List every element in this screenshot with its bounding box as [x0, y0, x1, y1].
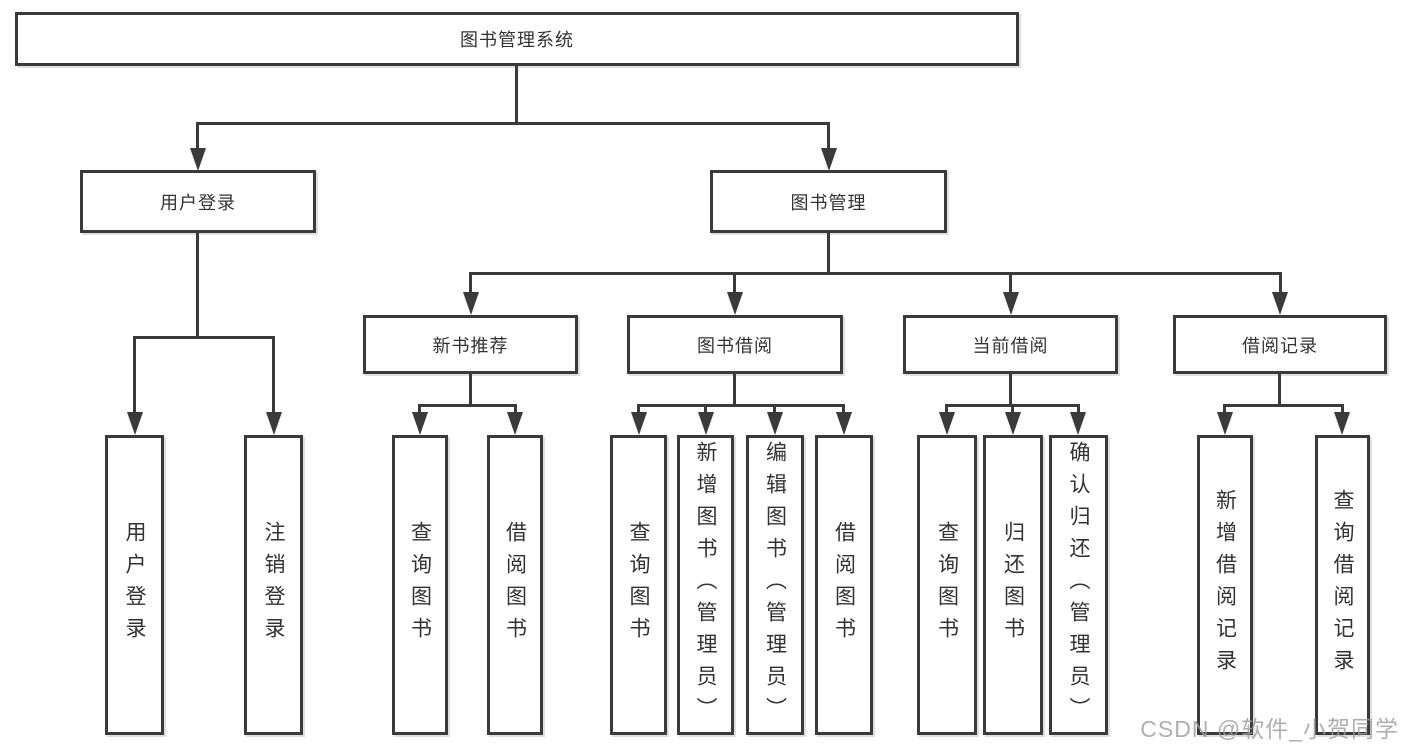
connector-to-leaf-user-login — [133, 336, 136, 416]
arrow-down-icon — [836, 412, 852, 435]
leaf-query-borrow-record-label: 查询借阅记录 — [1331, 489, 1354, 681]
connector-to-user-login — [196, 122, 199, 152]
leaf-query-books-recommend-label: 查询图书 — [408, 521, 432, 649]
leaf-query-books-borrow: 查询图书 — [610, 435, 667, 735]
arrow-down-icon — [767, 412, 783, 435]
connector-newbook-stem — [469, 374, 472, 407]
connector-borrow-stem — [733, 374, 736, 407]
node-root: 图书管理系统 — [15, 12, 1019, 66]
node-current-borrow-label: 当前借阅 — [972, 335, 1049, 356]
connector-leaf — [1011, 404, 1014, 416]
connector-records-stem — [1278, 374, 1281, 407]
connector-leaf — [1341, 404, 1344, 416]
node-book-borrow-label: 图书借阅 — [697, 335, 773, 356]
connector-to-leaf-logout — [272, 336, 275, 416]
node-book-management: 图书管理 — [710, 170, 947, 233]
connector-to-book-borrow — [733, 272, 736, 296]
leaf-user-login-label: 用户登录 — [123, 521, 146, 649]
arrow-down-icon — [698, 412, 714, 435]
leaf-return-book-label: 归还图书 — [1001, 521, 1025, 649]
arrow-down-icon — [190, 148, 206, 171]
leaf-query-borrow-record: 查询借阅记录 — [1315, 435, 1370, 735]
connector-to-borrow-records — [1279, 272, 1282, 296]
arrow-down-icon — [127, 412, 143, 435]
connector-mgmt-stem — [827, 233, 830, 275]
leaf-confirm-return-admin: 确认归还（管理员） — [1049, 435, 1108, 735]
connector-to-new-book — [469, 272, 472, 296]
node-borrow-records-label: 借阅记录 — [1242, 335, 1318, 356]
arrow-down-icon — [412, 412, 428, 435]
arrow-down-icon — [1334, 412, 1350, 435]
connector-login-stem — [196, 233, 199, 339]
node-new-book-recommend-label: 新书推荐 — [432, 335, 509, 356]
leaf-logout: 注销登录 — [244, 435, 303, 735]
connector-to-current-borrow — [1009, 272, 1012, 296]
leaf-add-borrow-record-label: 新增借阅记录 — [1213, 489, 1237, 681]
connector-leaf — [945, 404, 948, 416]
leaf-borrow-books: 借阅图书 — [815, 435, 873, 735]
arrow-down-icon — [821, 148, 837, 171]
leaf-user-login: 用户登录 — [105, 435, 164, 735]
connector-leaf — [514, 404, 517, 416]
leaf-borrow-books-recommend: 借阅图书 — [487, 435, 543, 735]
arrow-down-icon — [1070, 412, 1086, 435]
node-borrow-records: 借阅记录 — [1173, 315, 1387, 374]
leaf-add-borrow-record: 新增借阅记录 — [1197, 435, 1253, 735]
connector-root-stem — [515, 66, 518, 123]
leaf-confirm-return-admin-label: 确认归还（管理员） — [1067, 441, 1090, 729]
connector-records-bus — [1223, 404, 1344, 407]
node-user-login-label: 用户登录 — [160, 192, 236, 213]
arrow-down-icon — [1272, 292, 1288, 315]
connector-leaf — [842, 404, 845, 416]
connector-root-bus — [196, 122, 830, 125]
connector-leaf — [637, 404, 640, 416]
arrow-down-icon — [631, 412, 647, 435]
node-current-borrow: 当前借阅 — [903, 315, 1118, 374]
node-root-label: 图书管理系统 — [460, 30, 574, 50]
connector-current-stem — [1009, 374, 1012, 407]
arrow-down-icon — [1003, 292, 1019, 315]
arrow-down-icon — [507, 412, 523, 435]
leaf-query-books-current: 查询图书 — [917, 435, 977, 735]
leaf-borrow-books-recommend-label: 借阅图书 — [503, 521, 527, 649]
connector-login-bus — [133, 336, 275, 339]
leaf-add-book-admin: 新增图书（管理员） — [677, 435, 734, 735]
leaf-query-books-recommend: 查询图书 — [392, 435, 448, 735]
arrow-down-icon — [1217, 412, 1233, 435]
connector-mgmt-bus — [469, 272, 1282, 275]
leaf-edit-book-admin: 编辑图书（管理员） — [746, 435, 804, 735]
leaf-query-books-current-label: 查询图书 — [935, 521, 959, 649]
leaf-return-book: 归还图书 — [983, 435, 1043, 735]
connector-leaf — [418, 404, 421, 416]
node-book-management-label: 图书管理 — [790, 192, 867, 213]
connector-newbook-bus — [418, 404, 517, 407]
arrow-down-icon — [1005, 412, 1021, 435]
leaf-logout-label: 注销登录 — [262, 521, 285, 649]
connector-leaf — [704, 404, 707, 416]
connector-leaf — [1223, 404, 1226, 416]
csdn-watermark: CSDN @软件_小贺同学 — [1140, 716, 1399, 742]
leaf-add-book-admin-label: 新增图书（管理员） — [694, 441, 717, 729]
connector-leaf — [773, 404, 776, 416]
leaf-borrow-books-label: 借阅图书 — [832, 521, 856, 649]
connector-borrow-bus — [637, 404, 845, 407]
connector-leaf — [1077, 404, 1080, 416]
arrow-down-icon — [266, 412, 282, 435]
arrow-down-icon — [939, 412, 955, 435]
arrow-down-icon — [463, 292, 479, 315]
leaf-edit-book-admin-label: 编辑图书（管理员） — [763, 441, 787, 729]
connector-to-book-management — [827, 122, 830, 152]
arrow-down-icon — [727, 292, 743, 315]
leaf-query-books-borrow-label: 查询图书 — [627, 521, 650, 649]
node-user-login: 用户登录 — [80, 170, 316, 233]
node-new-book-recommend: 新书推荐 — [363, 315, 578, 374]
node-book-borrow: 图书借阅 — [627, 315, 843, 374]
